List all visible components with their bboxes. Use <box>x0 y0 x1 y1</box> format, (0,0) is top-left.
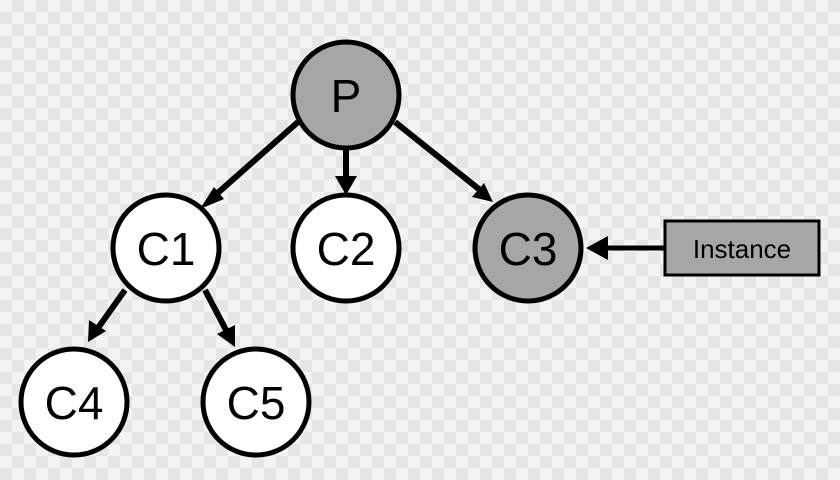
node-c2-label: C2 <box>317 223 376 275</box>
node-c3-circle <box>472 192 584 304</box>
node-c3-label: C3 <box>499 223 558 275</box>
instance-box: Instance <box>663 219 821 277</box>
arrowhead-c5 <box>217 325 235 347</box>
edge-p-c1 <box>210 119 300 201</box>
node-c4-circle <box>18 346 130 458</box>
arrowhead-c1 <box>200 187 224 209</box>
arrowhead-c4 <box>88 320 106 342</box>
node-c1-label: C1 <box>137 223 196 275</box>
arrowhead-c2 <box>335 176 357 195</box>
node-c2: C2 <box>290 192 402 304</box>
node-p: P <box>290 39 402 151</box>
node-c4: C4 <box>18 346 130 458</box>
instance-box-rect <box>663 219 821 277</box>
node-p-circle <box>290 39 402 151</box>
instance-box-label: Instance <box>693 234 791 264</box>
node-c5-label: C5 <box>227 377 286 429</box>
edge-c1-c4 <box>95 288 128 330</box>
node-c3: C3 <box>472 192 584 304</box>
node-p-label: P <box>331 70 362 122</box>
edge-c1-c5 <box>202 288 229 332</box>
arrowhead-c3 <box>472 183 493 202</box>
node-c1-circle <box>110 192 222 304</box>
edge-p-c3 <box>393 119 482 193</box>
edges <box>88 119 664 347</box>
node-c4-label: C4 <box>45 377 104 429</box>
node-c1: C1 <box>110 192 222 304</box>
node-c5: C5 <box>200 346 312 458</box>
node-c5-circle <box>200 346 312 458</box>
node-c2-circle <box>290 192 402 304</box>
arrowhead-instance <box>586 236 608 260</box>
